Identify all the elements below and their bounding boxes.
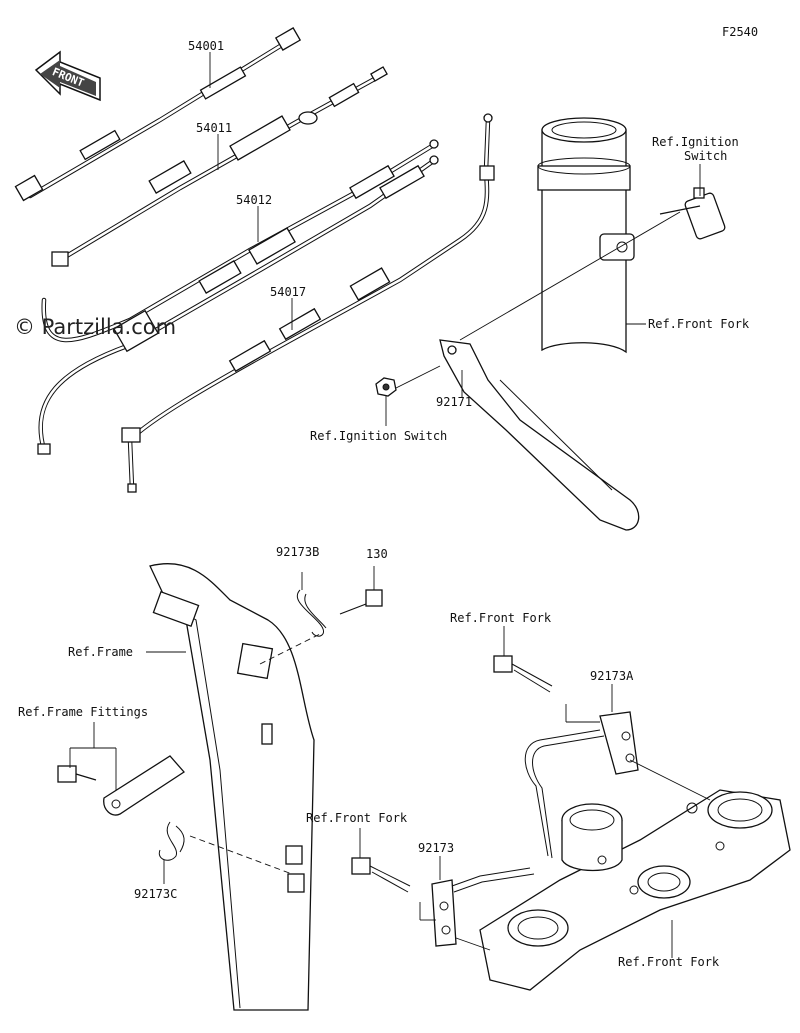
ref-frame-fittings: Ref.Frame Fittings	[18, 705, 148, 719]
bracket-92173	[431, 867, 535, 947]
callout-54001: 54001	[188, 39, 224, 53]
figure-code: F2540	[722, 25, 758, 39]
ref-front-fork-2: Ref.Front Fork	[450, 611, 552, 625]
ref-ignition-switch-nut: Ref.Ignition Switch	[310, 429, 447, 443]
cable-54017	[121, 113, 495, 493]
callout-54012: 54012	[236, 193, 272, 207]
ref-front-fork-3: Ref.Front Fork	[306, 811, 408, 825]
bolt-130	[339, 589, 383, 615]
ref-ignition-switch-top-1: Ref.Ignition	[652, 135, 739, 149]
ref-frame: Ref.Frame	[68, 645, 133, 659]
bracket-92171	[439, 339, 640, 531]
watermark: © Partzilla.com	[14, 315, 176, 339]
cable-54012	[37, 139, 439, 455]
clip-92173C	[158, 821, 185, 861]
callout-54017: 54017	[270, 285, 306, 299]
callout-92173C: 92173C	[134, 887, 177, 901]
frame	[149, 563, 315, 1011]
cable-54011	[51, 66, 388, 267]
ignition-switch-bolt	[659, 187, 726, 240]
triple-clamp	[479, 789, 791, 991]
clip-92173B	[297, 589, 327, 637]
bolt-92173A	[493, 655, 553, 693]
cable-54001	[14, 27, 302, 202]
callout-92173: 92173	[418, 841, 454, 855]
ref-front-fork-4: Ref.Front Fork	[618, 955, 720, 969]
front-fork-tube	[537, 117, 635, 354]
ref-front-fork-1: Ref.Front Fork	[648, 317, 750, 331]
callout-130: 130	[366, 547, 388, 561]
callout-92171: 92171	[436, 395, 472, 409]
callout-92173A: 92173A	[590, 669, 634, 683]
callout-54011: 54011	[196, 121, 232, 135]
frame-fitting-bracket	[57, 755, 185, 816]
bolt-92173	[351, 857, 411, 893]
callout-92173B: 92173B	[276, 545, 319, 559]
hex-nut	[375, 377, 397, 397]
ref-ignition-switch-top-2: Switch	[684, 149, 727, 163]
front-arrow-icon: FRONT	[34, 50, 101, 102]
bracket-92173A	[524, 711, 639, 859]
